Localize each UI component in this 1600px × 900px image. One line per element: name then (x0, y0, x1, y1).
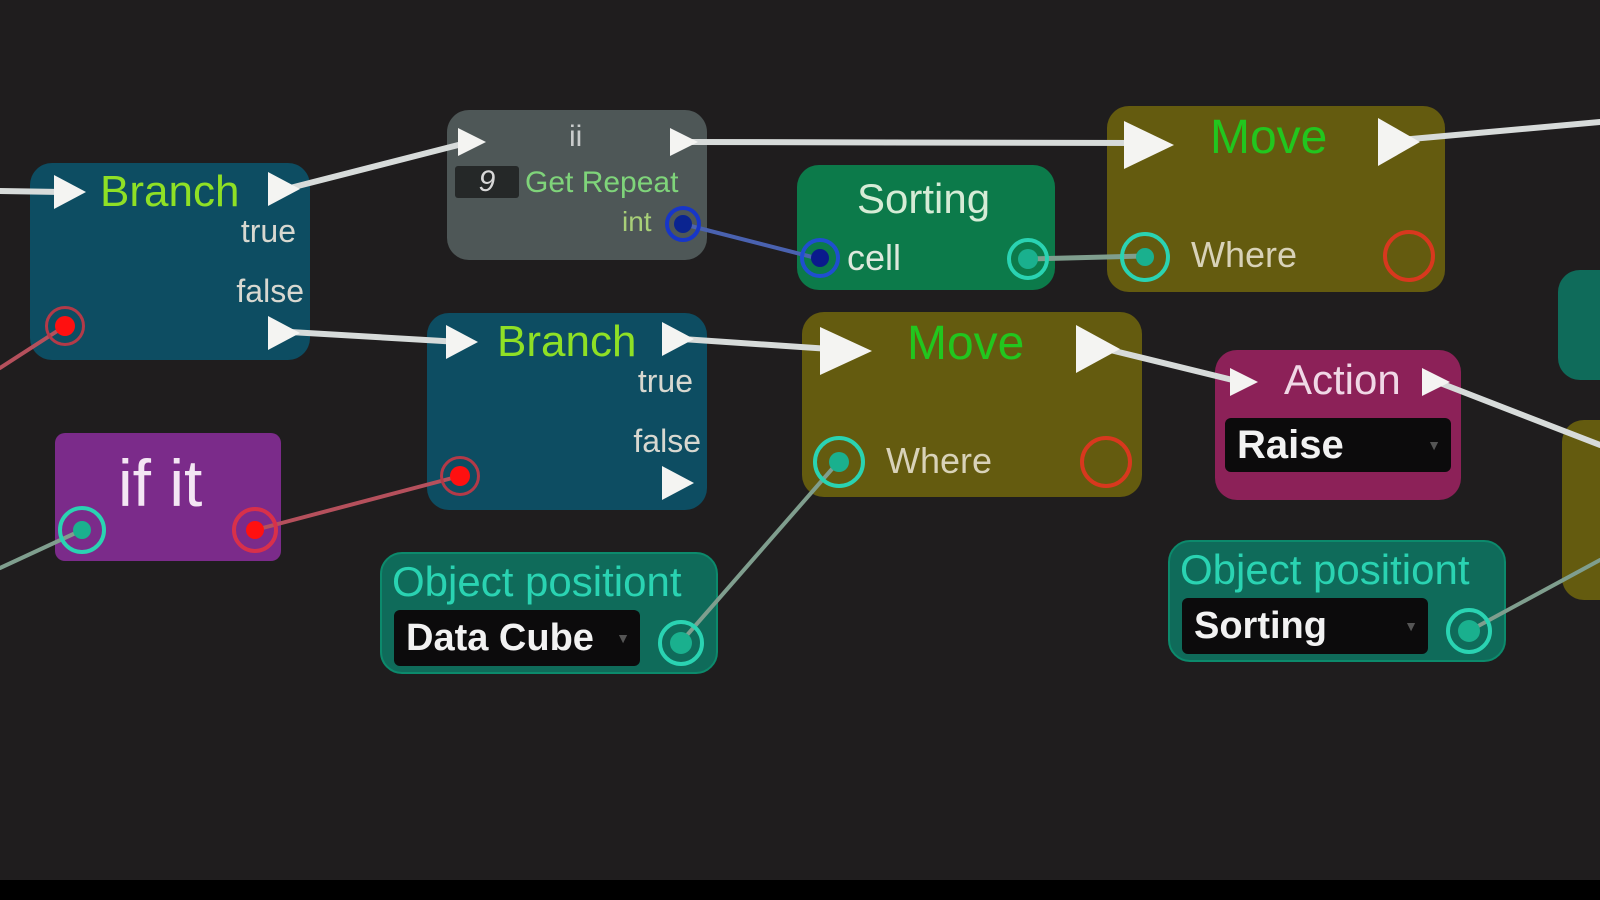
object-position-title: Object positiont (1180, 546, 1470, 593)
move-1-out-port[interactable] (1383, 230, 1435, 282)
bottom-bar (0, 880, 1600, 900)
object-selected: Data Cube (406, 617, 594, 659)
object-selected: Sorting (1194, 605, 1327, 647)
if-it-out-port[interactable] (232, 507, 278, 553)
flow-in-action[interactable] (1230, 368, 1258, 396)
object-position-node-1[interactable]: Object positiont Data Cube ▼ (380, 552, 718, 674)
move-title: Move (1210, 111, 1328, 164)
chevron-down-icon: ▼ (616, 630, 630, 646)
chevron-down-icon: ▼ (1427, 437, 1441, 453)
flow-out-false-branch-2[interactable] (662, 466, 694, 500)
flow-out-true-branch-2[interactable] (662, 322, 694, 356)
sorting-cell-port[interactable] (800, 238, 840, 278)
flow-in-get-repeat[interactable] (458, 128, 486, 156)
flow-out-move-2[interactable] (1076, 325, 1120, 373)
move-2-out-port[interactable] (1080, 436, 1132, 488)
object-position-title: Object positiont (392, 558, 682, 605)
flow-in-branch-2[interactable] (446, 325, 478, 359)
true-label: true (240, 213, 296, 249)
object-position-2-out-port[interactable] (1446, 608, 1492, 654)
move-1-where-port[interactable] (1120, 232, 1170, 282)
sorting-title: Sorting (857, 175, 991, 222)
object-position-1-out-port[interactable] (658, 620, 704, 666)
sorting-out-port[interactable] (1007, 238, 1049, 280)
where-label: Where (886, 440, 993, 481)
where-label: Where (1191, 234, 1298, 275)
offscreen-node-teal[interactable] (1558, 270, 1600, 380)
flow-out-move-1[interactable] (1378, 118, 1420, 166)
flow-out-false-branch-1[interactable] (268, 316, 300, 350)
false-label: false (633, 423, 701, 459)
object-position-node-2[interactable]: Object positiont Sorting ▼ (1168, 540, 1506, 662)
chevron-down-icon: ▼ (1404, 618, 1418, 634)
int-label: int (622, 206, 652, 237)
get-repeat-header: ii (569, 120, 583, 153)
branch-title: Branch (497, 317, 637, 366)
get-repeat-int-port[interactable] (665, 206, 701, 242)
flow-in-branch-1[interactable] (54, 175, 86, 209)
cell-label: cell (847, 237, 902, 278)
get-repeat-title: Get Repeat (525, 166, 679, 199)
object-dropdown[interactable]: Sorting ▼ (1182, 598, 1428, 654)
action-dropdown[interactable]: Raise ▼ (1225, 418, 1451, 472)
repeat-count-field[interactable]: 9 (455, 166, 519, 198)
node-graph-canvas[interactable]: Branch true false ii 9 Get Repeat int So… (0, 0, 1600, 880)
flow-out-get-repeat[interactable] (670, 128, 698, 156)
if-it-in-port[interactable] (58, 506, 106, 554)
action-selected: Raise (1237, 423, 1344, 467)
action-title: Action (1284, 356, 1401, 403)
get-repeat-node[interactable]: ii 9 Get Repeat int (447, 110, 707, 260)
if-it-title: if it (118, 446, 203, 520)
branch-title: Branch (100, 167, 240, 216)
flow-in-move-1[interactable] (1124, 121, 1174, 169)
offscreen-node-olive[interactable] (1562, 420, 1600, 600)
move-title: Move (907, 317, 1025, 370)
branch-2-condition-port[interactable] (440, 456, 480, 496)
object-dropdown[interactable]: Data Cube ▼ (394, 610, 640, 666)
move-2-where-port[interactable] (813, 436, 865, 488)
action-node[interactable]: Action Raise ▼ (1215, 350, 1461, 500)
branch-1-condition-port[interactable] (45, 306, 85, 346)
false-label: false (236, 273, 304, 309)
true-label: true (637, 363, 693, 399)
flow-out-action[interactable] (1422, 368, 1450, 396)
flow-out-true-branch-1[interactable] (268, 172, 300, 206)
flow-in-move-2[interactable] (820, 327, 872, 375)
